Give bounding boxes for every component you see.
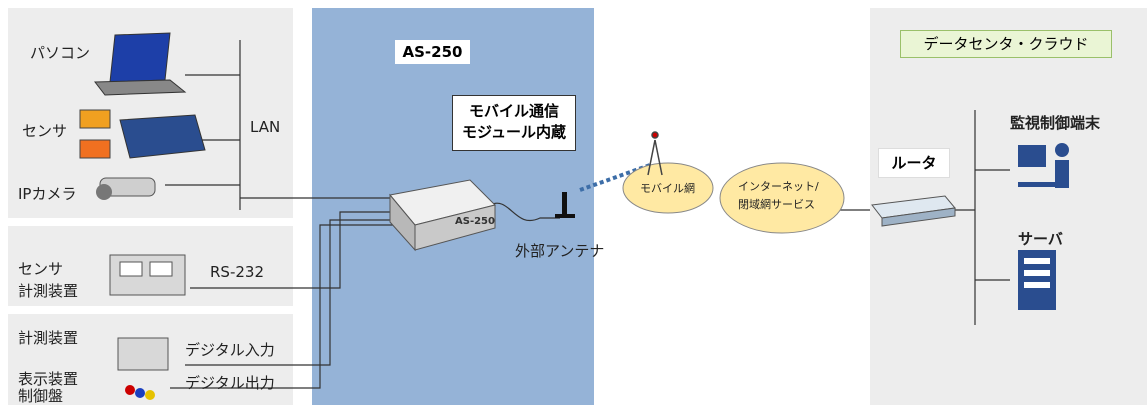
as250-device-icon [389, 179, 496, 252]
rs232-label: RS-232 [210, 263, 264, 281]
serial-sensor-label1: センサ [18, 260, 64, 278]
laptop-icon [94, 32, 187, 96]
terminal-label: 監視制御端末 [1010, 114, 1101, 132]
measuring-device-icon [109, 254, 186, 296]
ipcam-label: IPカメラ [18, 185, 77, 203]
internet-label2: 閉域網サービス [738, 198, 815, 211]
sensor-label: センサ [22, 122, 68, 140]
io-measure-label: 計測装置 [18, 329, 79, 347]
antenna-label: 外部アンテナ [515, 242, 605, 260]
module-note-line2: モジュール内蔵 [462, 123, 566, 141]
cloud-title: データセンタ・クラウド [900, 30, 1112, 58]
module-note-line1: モバイル通信 [468, 102, 559, 120]
cell-tower-icon [647, 131, 663, 176]
module-note: モバイル通信 モジュール内蔵 [452, 95, 576, 151]
digital-out-label: デジタル出力 [185, 374, 275, 392]
sensor-orange-icon [79, 109, 111, 129]
server-label: サーバ [1018, 230, 1063, 248]
serial-sensor-label2: 計測装置 [18, 282, 79, 300]
mobile-network-cloud-icon [622, 162, 714, 214]
ip-camera-icon [96, 177, 156, 200]
server-icon [1018, 250, 1056, 310]
device-text: AS-250 [455, 216, 495, 227]
mobile-net-label: モバイル網 [640, 182, 695, 195]
pc-label: パソコン [30, 44, 91, 62]
internet-label1: インターネット/ [738, 180, 819, 193]
terminal-icon [1018, 143, 1069, 188]
io-measure-icon [117, 337, 169, 371]
digital-in-label: デジタル入力 [185, 341, 275, 359]
display-label1: 表示装置 [18, 370, 79, 388]
router-label: ルータ [878, 148, 950, 178]
as250-title: AS-250 [395, 40, 470, 64]
display-label2: 制御盤 [18, 387, 64, 405]
lan-label: LAN [250, 118, 281, 136]
internet-cloud-icon [719, 162, 845, 234]
router-icon [871, 195, 956, 227]
